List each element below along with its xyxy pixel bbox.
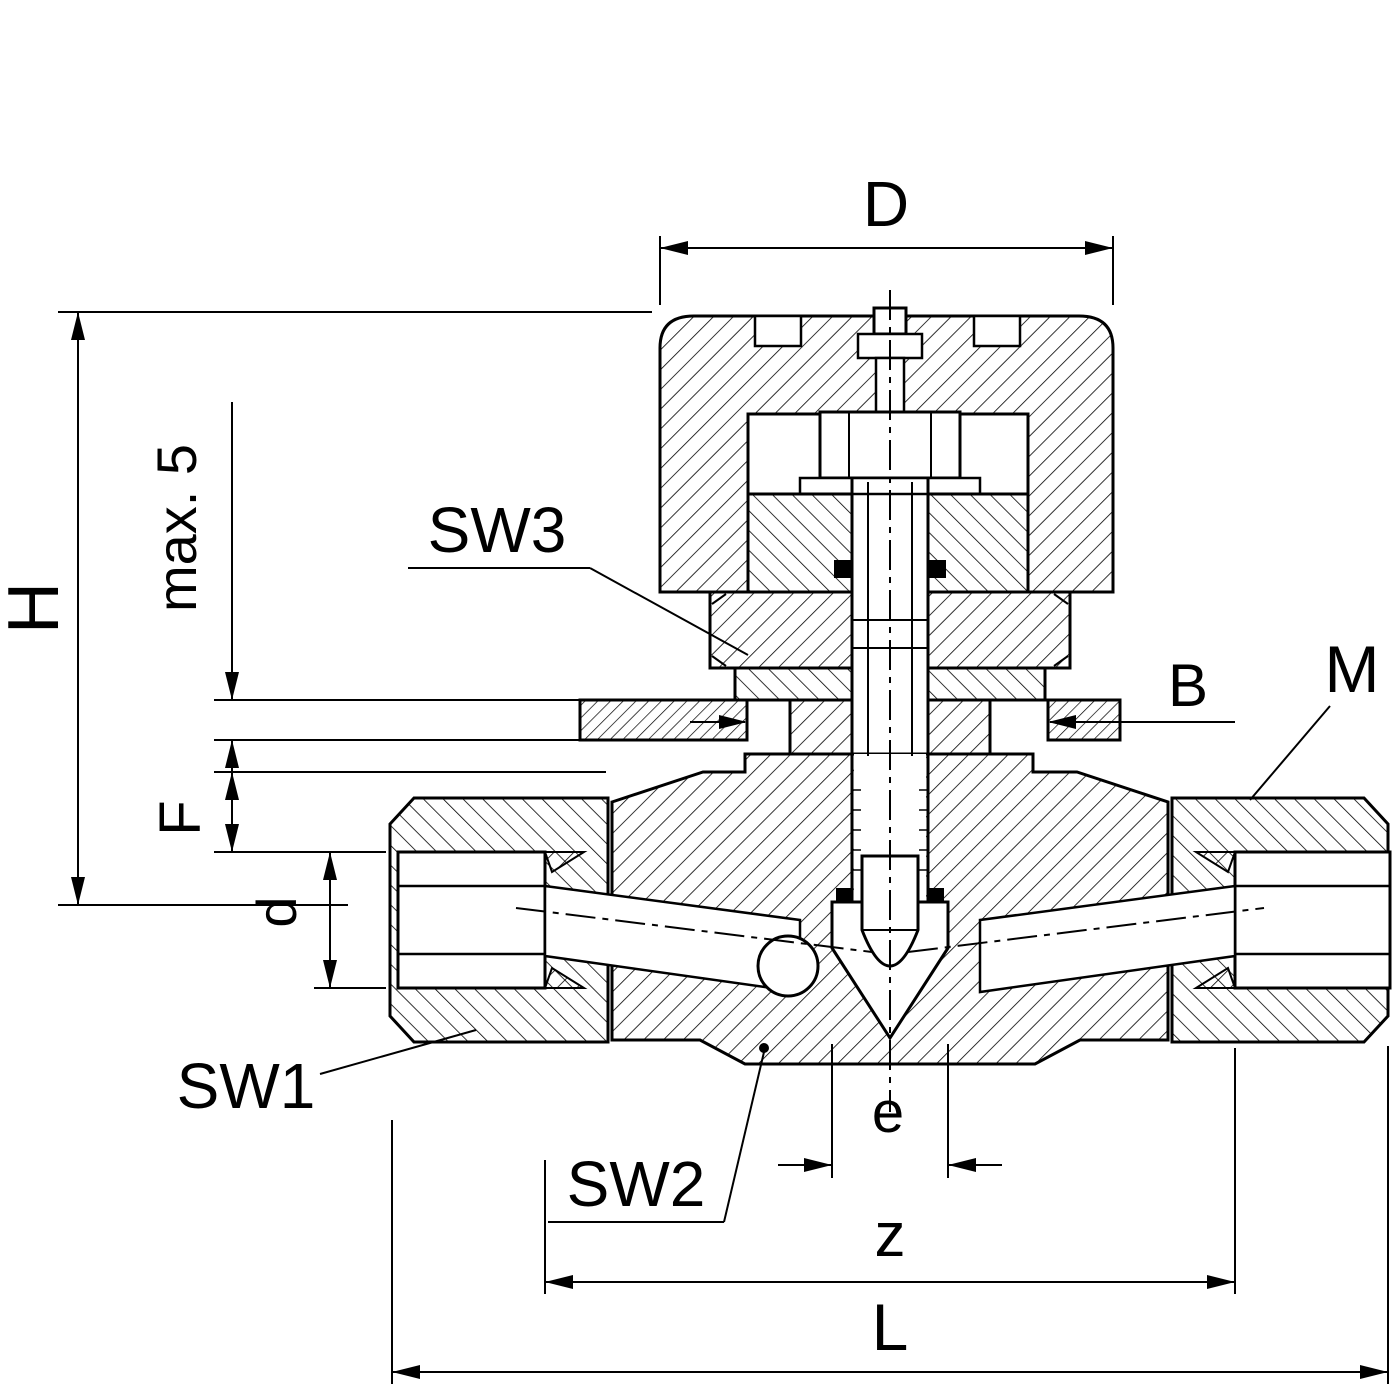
packing-seal-right [928, 560, 946, 578]
callout-SW1 [319, 1029, 477, 1075]
dimension-e [778, 1044, 1002, 1178]
part-left-fitting [388, 796, 610, 1044]
dimension-z [544, 1048, 1236, 1294]
inlet-centerline [515, 907, 873, 953]
dimension-z-label: z [875, 1201, 906, 1270]
callout-M-label: M [1325, 632, 1380, 706]
dimension-F-label: F [148, 800, 213, 835]
callout-SW2 [548, 1043, 769, 1223]
cross-drilled-hole [756, 934, 820, 998]
dimension-H-label: H [0, 582, 74, 634]
callout-SW2-dot [759, 1043, 769, 1053]
outlet-passage [978, 884, 1237, 994]
right-tube [1233, 850, 1392, 990]
dimension-max5 [214, 402, 590, 795]
thread-ticks [852, 789, 928, 871]
left-ferrule-bottom [543, 966, 588, 989]
handwheel-lobe-notch-right [972, 314, 1022, 348]
dimension-F [214, 771, 606, 853]
right-ferrule-bottom [1192, 966, 1237, 989]
dimension-B-label: B [1168, 652, 1208, 719]
seat-seal-left [836, 888, 852, 902]
left-ferrule-top [543, 851, 588, 874]
part-handwheel [658, 306, 1115, 594]
callout-SW2-label: SW2 [567, 1148, 706, 1220]
dimension-d [314, 852, 386, 989]
outlet-centerline [907, 907, 1265, 953]
dimension-d-label: d [245, 896, 308, 927]
callout-M [1249, 705, 1331, 801]
part-gland-hex [708, 590, 1072, 670]
callout-SW3 [408, 567, 749, 656]
part-bonnet-neck [788, 698, 992, 756]
left-tube [396, 850, 547, 990]
packing-seal-left [834, 560, 852, 578]
dimension-H [58, 311, 652, 906]
right-ferrule-top [1192, 851, 1237, 874]
handwheel-lobe-notch-left [753, 314, 803, 348]
part-panel-locknut [733, 666, 1047, 702]
dimension-D [659, 236, 1114, 305]
callout-SW3-label: SW3 [428, 494, 567, 566]
dimension-max5-label: max. 5 [145, 444, 208, 612]
dimension-e-label: e [872, 1080, 904, 1145]
dimension-B [690, 715, 1235, 729]
dimension-L-label: L [872, 1290, 909, 1364]
part-right-fitting [1170, 796, 1392, 1044]
centerlines [515, 290, 1265, 1112]
dimension-L [391, 1046, 1389, 1384]
dimension-D-label: D [863, 168, 909, 240]
seat-seal-right [928, 888, 944, 902]
callout-SW1-label: SW1 [177, 1050, 316, 1122]
